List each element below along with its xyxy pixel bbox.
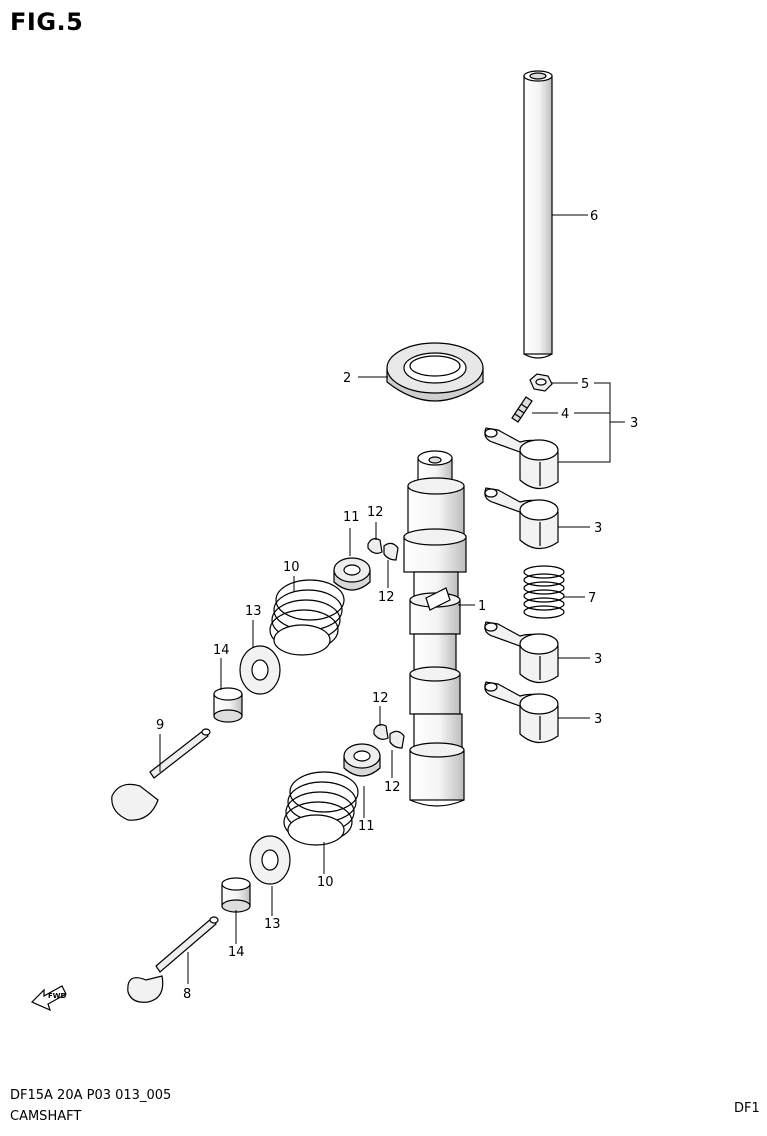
part-4-adjusting-screw bbox=[511, 396, 533, 423]
callout-11: 11 bbox=[358, 819, 375, 834]
callout-3: 3 bbox=[594, 521, 602, 536]
callout-12: 12 bbox=[367, 505, 384, 520]
part-11-retainer-upper bbox=[333, 557, 371, 591]
callout-12: 12 bbox=[372, 691, 389, 706]
figure-name: CAMSHAFT bbox=[10, 1109, 82, 1124]
callout-4: 4 bbox=[561, 407, 569, 422]
callout-13: 13 bbox=[264, 917, 281, 932]
callout-3: 3 bbox=[630, 416, 638, 431]
callout-12: 12 bbox=[384, 780, 401, 795]
callout-12: 12 bbox=[378, 590, 395, 605]
corner-label: DF1 bbox=[734, 1101, 760, 1116]
part-12-cotter-1 bbox=[367, 538, 383, 554]
figure-code: DF15A 20A P03 013_005 bbox=[10, 1088, 172, 1103]
fwd-label: FWD bbox=[48, 992, 67, 1000]
part-2-oil-seal bbox=[386, 342, 484, 402]
part-3-rocker-arm-4 bbox=[484, 681, 559, 744]
part-13-washer-upper bbox=[239, 645, 281, 695]
part-5-nut bbox=[529, 373, 553, 392]
leader-lines bbox=[159, 214, 625, 984]
callout-3: 3 bbox=[594, 712, 602, 727]
callout-2: 2 bbox=[343, 371, 351, 386]
callout-14: 14 bbox=[213, 643, 230, 658]
part-12-cotter-2 bbox=[383, 542, 399, 561]
part-9-valve bbox=[111, 728, 211, 821]
part-10-valve-spring-upper bbox=[269, 579, 345, 656]
part-13-washer-lower bbox=[249, 835, 291, 885]
part-12-cotter-3 bbox=[373, 724, 389, 740]
part-3-rocker-arm-2 bbox=[484, 487, 559, 550]
callout-1: 1 bbox=[478, 599, 486, 614]
part-7-spring bbox=[523, 565, 565, 619]
callout-11: 11 bbox=[343, 510, 360, 525]
callout-7: 7 bbox=[588, 591, 596, 606]
part-14-stem-seal-upper bbox=[213, 687, 243, 723]
part-14-stem-seal-lower bbox=[221, 877, 251, 913]
callout-6: 6 bbox=[590, 209, 598, 224]
part-6-rod bbox=[523, 70, 553, 359]
callout-9: 9 bbox=[156, 718, 164, 733]
callout-13: 13 bbox=[245, 604, 262, 619]
callout-10: 10 bbox=[317, 875, 334, 890]
part-1-camshaft bbox=[403, 450, 467, 807]
part-12-cotter-4 bbox=[389, 730, 405, 749]
part-3-rocker-arm-3 bbox=[484, 621, 559, 684]
part-10-valve-spring-lower bbox=[283, 771, 359, 846]
forward-arrow-icon: FWD bbox=[30, 985, 67, 1012]
part-11-retainer-lower bbox=[343, 743, 381, 777]
callout-3: 3 bbox=[594, 652, 602, 667]
callout-14: 14 bbox=[228, 945, 245, 960]
figure-title: FIG.5 bbox=[10, 8, 84, 36]
callout-5: 5 bbox=[581, 377, 589, 392]
callout-8: 8 bbox=[183, 987, 191, 1002]
part-3-rocker-arm-1 bbox=[484, 427, 559, 490]
part-8-valve bbox=[127, 916, 219, 1003]
callout-10: 10 bbox=[283, 560, 300, 575]
